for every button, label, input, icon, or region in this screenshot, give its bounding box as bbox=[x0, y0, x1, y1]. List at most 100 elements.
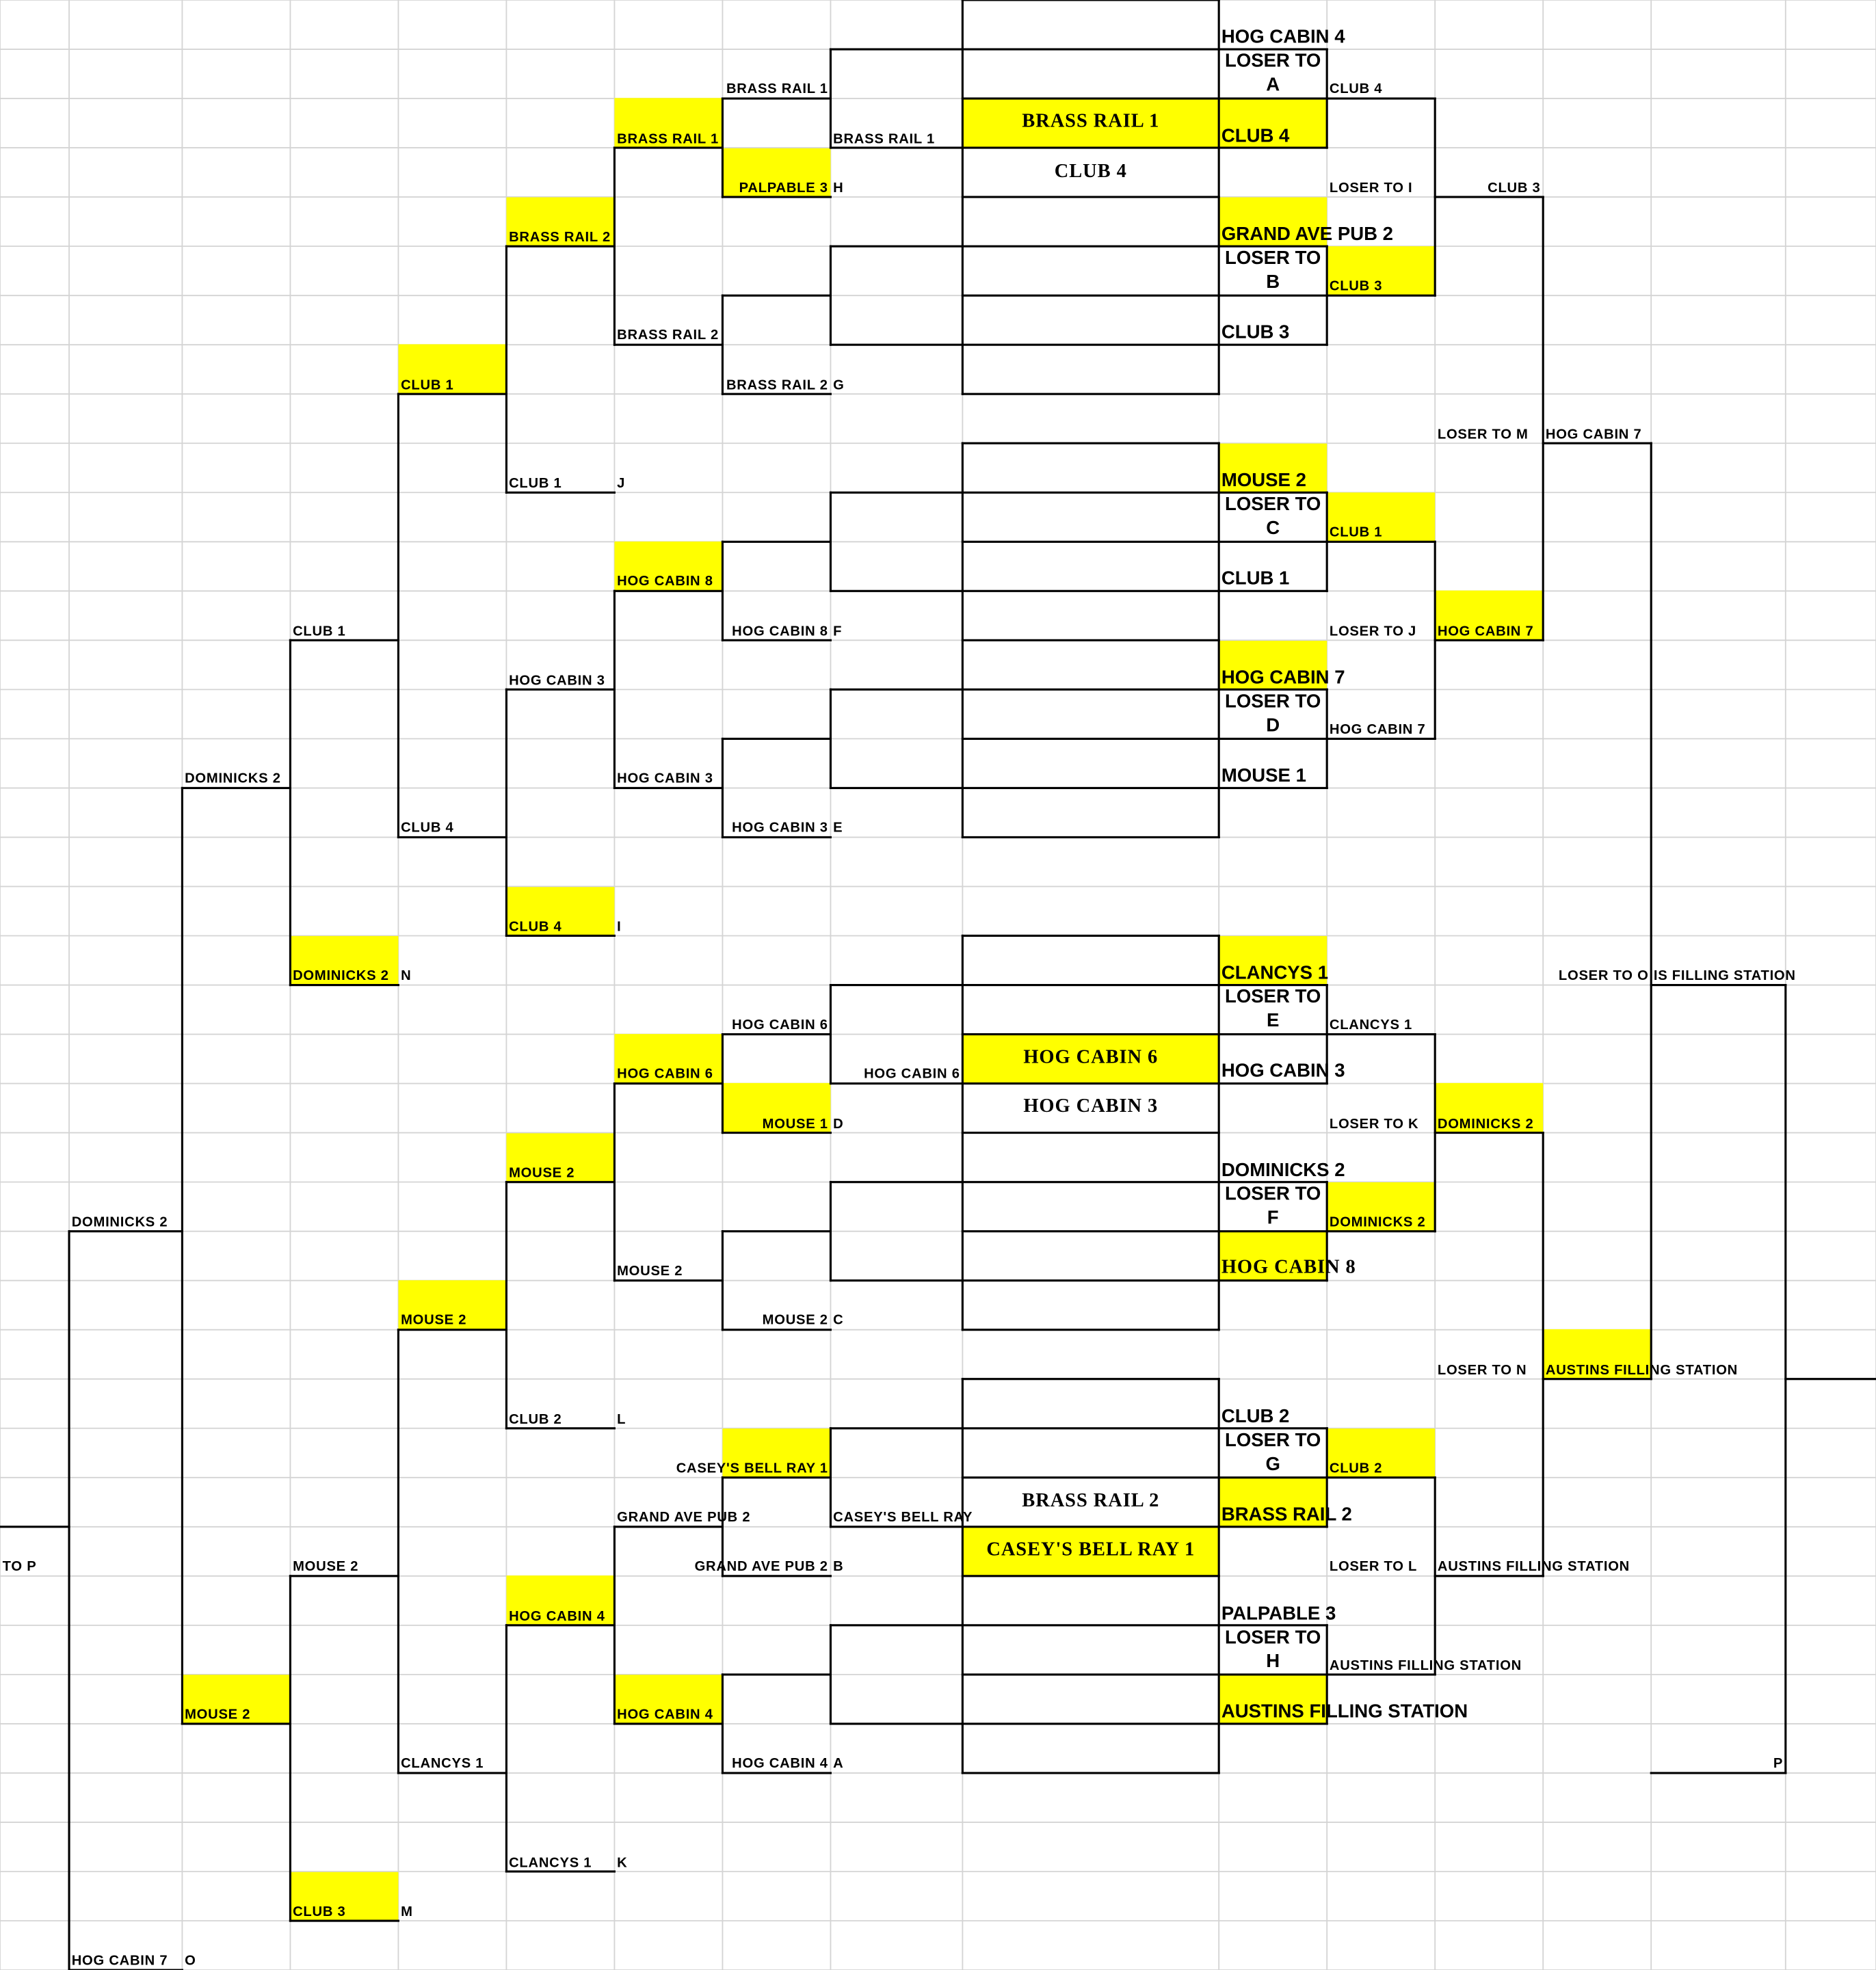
loser-to-cell[interactable]: LOSER TO C bbox=[1219, 492, 1327, 542]
bracket-team-cell[interactable]: GRAND AVE PUB 2 bbox=[695, 1527, 830, 1576]
bracket-team-cell[interactable]: CLUB 1 bbox=[1327, 492, 1436, 542]
loser-to-cell[interactable]: LOSER TO D bbox=[1219, 689, 1327, 738]
bracket-team-cell[interactable]: DOMINICKS 2 bbox=[1219, 1133, 1345, 1182]
bracket-team-cell[interactable]: MOUSE 2 bbox=[290, 1527, 398, 1576]
bracket-team-cell[interactable]: LOSER TO O bbox=[1543, 935, 1651, 985]
bracket-team-cell[interactable]: IS FILLING STATION bbox=[1651, 935, 1795, 985]
bracket-team-cell[interactable]: A bbox=[830, 1724, 962, 1773]
bracket-team-cell[interactable]: PALPABLE 3 bbox=[722, 148, 831, 198]
bracket-team-cell[interactable]: MOUSE 1 bbox=[1219, 738, 1327, 788]
bracket-team-cell[interactable]: DOMINICKS 2 bbox=[1435, 1083, 1544, 1133]
bracket-team-cell[interactable]: MOUSE 2 bbox=[1219, 443, 1327, 493]
bracket-team-cell[interactable]: HOG CABIN 6 bbox=[830, 1035, 962, 1084]
loser-to-cell[interactable]: LOSER TO B bbox=[1219, 246, 1327, 295]
bracket-team-cell[interactable]: HOG CABIN 7 bbox=[1327, 689, 1435, 738]
bracket-team-cell[interactable]: CLANCYS 1 bbox=[1327, 985, 1435, 1035]
bracket-team-cell[interactable]: HOG CABIN 8 bbox=[722, 591, 830, 640]
bracket-team-cell[interactable]: K bbox=[614, 1822, 722, 1872]
loser-to-cell[interactable]: LOSER TO G bbox=[1219, 1428, 1327, 1478]
bracket-team-cell[interactable]: LOSER TO M bbox=[1435, 394, 1543, 443]
bracket-team-cell[interactable]: HOG CABIN 3 bbox=[722, 788, 830, 837]
bracket-team-cell[interactable]: MOUSE 2 bbox=[506, 1132, 615, 1182]
bracket-team-cell[interactable]: J bbox=[614, 443, 722, 492]
bracket-team-cell[interactable]: AUSTINS FILLING STATION bbox=[1543, 1329, 1737, 1379]
bracket-team-cell[interactable]: DOMINICKS 2 bbox=[1327, 1182, 1436, 1232]
bracket-team-cell[interactable]: BRASS RAIL 1 bbox=[722, 49, 830, 98]
bracket-team-cell[interactable]: PALPABLE 3 bbox=[1219, 1576, 1336, 1625]
bracket-team-cell[interactable]: E bbox=[830, 788, 962, 837]
bracket-team-cell[interactable]: HOG CABIN 6 bbox=[722, 985, 830, 1035]
bracket-team-cell[interactable]: HOG CABIN 7 bbox=[69, 1921, 182, 1970]
match-result-cell[interactable]: HOG CABIN 6 bbox=[962, 1034, 1219, 1084]
bracket-team-cell[interactable]: G bbox=[830, 345, 962, 394]
bracket-team-cell[interactable]: B bbox=[830, 1527, 962, 1576]
bracket-team-cell[interactable]: CLUB 4 bbox=[1219, 98, 1327, 148]
bracket-team-cell[interactable]: CLUB 3 bbox=[1435, 148, 1543, 197]
bracket-team-cell[interactable]: HOG CABIN 4 bbox=[614, 1674, 723, 1724]
loser-to-cell[interactable]: LOSER TO E bbox=[1219, 985, 1327, 1035]
bracket-team-cell[interactable]: MOUSE 2 bbox=[722, 1281, 830, 1330]
bracket-team-cell[interactable]: LOSER TO N bbox=[1435, 1330, 1543, 1379]
bracket-team-cell[interactable]: BRASS RAIL 2 bbox=[722, 345, 830, 394]
bracket-team-cell[interactable]: BRASS RAIL 2 bbox=[614, 295, 722, 345]
bracket-team-cell[interactable]: CLUB 1 bbox=[1219, 542, 1327, 591]
bracket-team-cell[interactable]: P bbox=[1651, 1724, 1786, 1773]
bracket-team-cell[interactable]: HOG CABIN 7 bbox=[1543, 394, 1651, 443]
bracket-team-cell[interactable]: LOSER TO I bbox=[1327, 148, 1435, 197]
match-result-cell[interactable]: BRASS RAIL 2 bbox=[962, 1478, 1219, 1527]
bracket-team-cell[interactable]: N bbox=[398, 935, 506, 985]
loser-to-cell[interactable]: LOSER TO H bbox=[1219, 1625, 1327, 1675]
bracket-team-cell[interactable]: HOG CABIN 6 bbox=[614, 1034, 723, 1084]
bracket-team-cell[interactable]: F bbox=[830, 591, 962, 640]
bracket-team-cell[interactable]: CLANCYS 1 bbox=[398, 1724, 506, 1773]
bracket-team-cell[interactable]: HOG CABIN 8 bbox=[1219, 1231, 1356, 1281]
bracket-team-cell[interactable]: CLANCYS 1 bbox=[506, 1822, 614, 1872]
bracket-team-cell[interactable]: CLUB 1 bbox=[506, 443, 614, 492]
bracket-team-cell[interactable]: LOSER TO K bbox=[1327, 1084, 1435, 1133]
bracket-team-cell[interactable]: DOMINICKS 2 bbox=[182, 738, 290, 788]
match-result-cell[interactable]: CASEY'S BELL RAY 1 bbox=[962, 1526, 1219, 1576]
bracket-team-cell[interactable]: HOG CABIN 3 bbox=[1219, 1035, 1345, 1084]
bracket-team-cell[interactable]: CLUB 4 bbox=[1327, 49, 1435, 98]
bracket-team-cell[interactable]: GRAND AVE PUB 2 bbox=[614, 1478, 750, 1527]
bracket-team-cell[interactable]: BRASS RAIL 1 bbox=[614, 98, 723, 148]
bracket-team-cell[interactable]: I bbox=[614, 886, 722, 935]
bracket-team-cell[interactable]: AUSTINS FILLING STATION bbox=[1219, 1674, 1468, 1724]
bracket-team-cell[interactable]: CLUB 3 bbox=[1327, 246, 1436, 296]
bracket-team-cell[interactable]: C bbox=[830, 1281, 962, 1330]
bracket-team-cell[interactable]: MOUSE 2 bbox=[614, 1232, 722, 1281]
bracket-team-cell[interactable]: CLUB 4 bbox=[506, 886, 615, 936]
bracket-team-cell[interactable]: AUSTINS FILLING STATION bbox=[1435, 1527, 1629, 1576]
loser-to-cell[interactable]: LOSER TO F bbox=[1219, 1182, 1327, 1232]
loser-to-cell[interactable]: LOSER TO A bbox=[1219, 49, 1327, 98]
bracket-team-cell[interactable]: BRASS RAIL 1 bbox=[830, 98, 962, 148]
bracket-team-cell[interactable]: CLUB 3 bbox=[1219, 295, 1327, 345]
bracket-team-cell[interactable]: AUSTINS FILLING STATION bbox=[1327, 1625, 1521, 1675]
bracket-team-cell[interactable]: HOG CABIN 7 bbox=[1435, 591, 1544, 641]
bracket-team-cell[interactable]: D bbox=[830, 1084, 962, 1133]
bracket-team-cell[interactable]: CASEY'S BELL RAY 1 bbox=[676, 1428, 831, 1478]
bracket-team-cell[interactable]: DOMINICKS 2 bbox=[290, 935, 399, 985]
bracket-team-cell[interactable]: L bbox=[614, 1379, 722, 1428]
bracket-team-cell[interactable]: HOG CABIN 4 bbox=[506, 1575, 615, 1625]
bracket-team-cell[interactable]: BRASS RAIL 2 bbox=[1219, 1477, 1352, 1527]
bracket-team-cell[interactable]: HOG CABIN 3 bbox=[614, 738, 722, 788]
bracket-team-cell[interactable]: BRASS RAIL 2 bbox=[506, 197, 615, 247]
bracket-team-cell[interactable]: H bbox=[830, 148, 962, 197]
bracket-team-cell[interactable]: CLUB 1 bbox=[398, 345, 507, 395]
bracket-team-cell[interactable]: CLUB 1 bbox=[290, 591, 398, 640]
bracket-team-cell[interactable]: MOUSE 2 bbox=[182, 1674, 291, 1724]
bracket-team-cell[interactable]: MOUSE 1 bbox=[722, 1083, 831, 1133]
match-result-cell[interactable]: BRASS RAIL 1 bbox=[962, 98, 1219, 148]
match-result-cell[interactable]: CLUB 4 bbox=[962, 148, 1219, 197]
bracket-team-cell[interactable]: M bbox=[398, 1872, 506, 1921]
bracket-team-cell[interactable]: HOG CABIN 8 bbox=[614, 542, 723, 591]
bracket-team-cell[interactable]: CLUB 2 bbox=[1327, 1428, 1436, 1478]
bracket-team-cell[interactable]: CASEY'S BELL RAY bbox=[830, 1478, 972, 1527]
bracket-team-cell[interactable]: MOUSE 2 bbox=[398, 1280, 507, 1330]
bracket-team-cell[interactable]: HOG CABIN 4 bbox=[1219, 0, 1345, 49]
bracket-team-cell[interactable]: HOG CABIN 7 bbox=[1219, 640, 1345, 690]
bracket-team-cell[interactable]: DOMINICKS 2 bbox=[69, 1182, 182, 1232]
bracket-team-cell[interactable]: GRAND AVE PUB 2 bbox=[1219, 197, 1393, 247]
bracket-team-cell[interactable]: HOG CABIN 4 bbox=[722, 1724, 830, 1773]
